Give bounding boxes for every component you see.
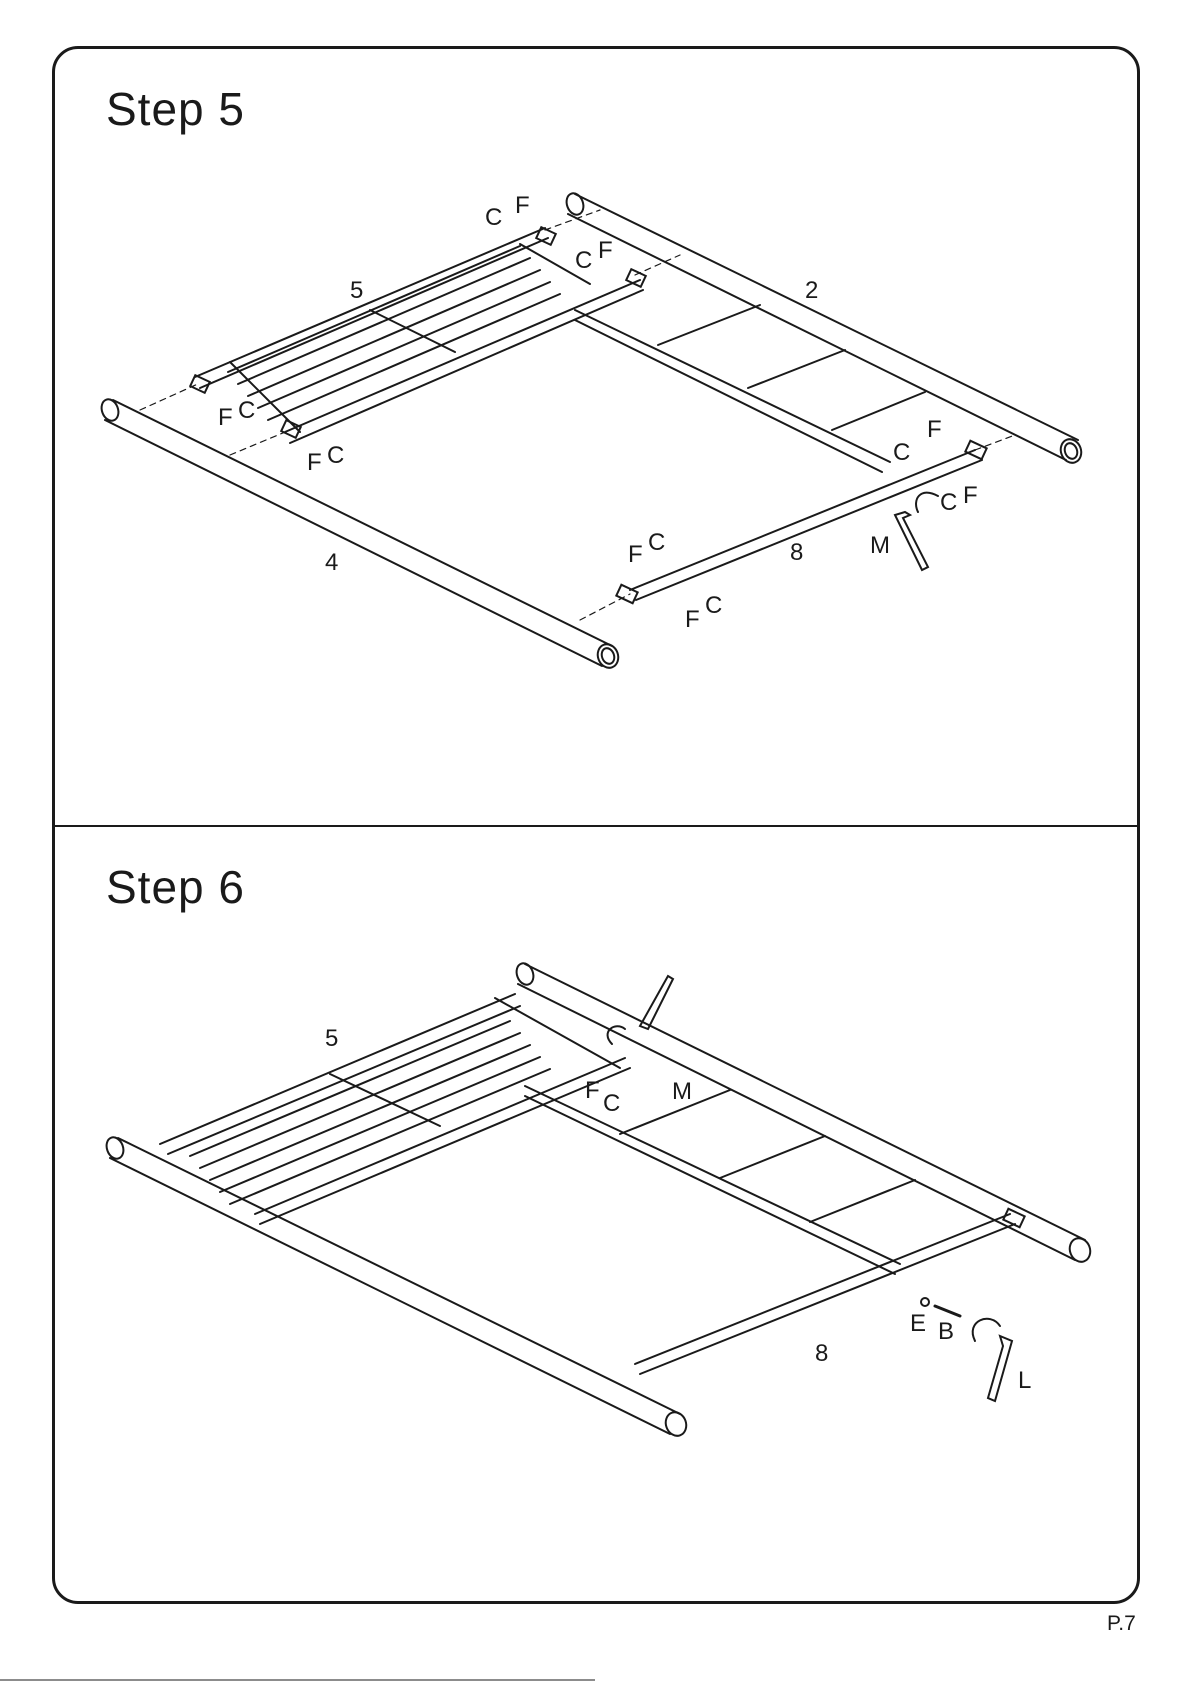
label-f: F	[963, 482, 978, 509]
label-c: C	[485, 204, 502, 231]
rotate-arrow-icon	[973, 1319, 1000, 1341]
step-6-diagram: 5 8 F C M E B L	[0, 826, 1191, 1596]
label-c: C	[327, 442, 344, 469]
bolt-b-icon	[935, 1306, 960, 1316]
rail-left	[104, 1135, 690, 1439]
hex-key-m-icon	[895, 512, 928, 570]
label-c: C	[940, 489, 957, 516]
label-f: F	[598, 237, 613, 264]
step-5-diagram: 5 2 4 8 C F C F F C F C C F C F F C F C …	[0, 0, 1191, 825]
label-c: C	[238, 397, 255, 424]
label-f: F	[927, 416, 942, 443]
label-c: C	[893, 439, 910, 466]
part-label-2: 2	[805, 277, 818, 304]
rail-4	[99, 397, 622, 671]
label-b: B	[938, 1318, 954, 1345]
rail-2	[564, 191, 1085, 466]
rotate-arrow-icon	[916, 493, 938, 512]
hex-key-m-icon	[640, 976, 673, 1029]
headboard-5	[160, 994, 630, 1224]
part-label-4: 4	[325, 549, 338, 576]
tool-label-m: M	[672, 1078, 692, 1105]
tool-label-l: L	[1018, 1367, 1031, 1394]
part-label-8: 8	[815, 1340, 828, 1367]
label-f: F	[628, 541, 643, 568]
label-c: C	[575, 247, 592, 274]
bottom-rule	[0, 1678, 1191, 1684]
label-f: F	[685, 606, 700, 633]
label-f: F	[307, 449, 322, 476]
label-f: F	[585, 1077, 600, 1104]
label-e: E	[910, 1310, 926, 1337]
part-label-5: 5	[350, 277, 363, 304]
part-label-5: 5	[325, 1025, 338, 1052]
label-c: C	[603, 1090, 620, 1117]
tool-label-m: M	[870, 532, 890, 559]
page-number: P.7	[1107, 1612, 1136, 1636]
label-f: F	[515, 192, 530, 219]
label-c: C	[648, 529, 665, 556]
washer-e-icon	[921, 1298, 929, 1306]
label-c: C	[705, 592, 722, 619]
hex-key-l-icon	[988, 1336, 1012, 1401]
part-label-8: 8	[790, 539, 803, 566]
label-f: F	[218, 404, 233, 431]
